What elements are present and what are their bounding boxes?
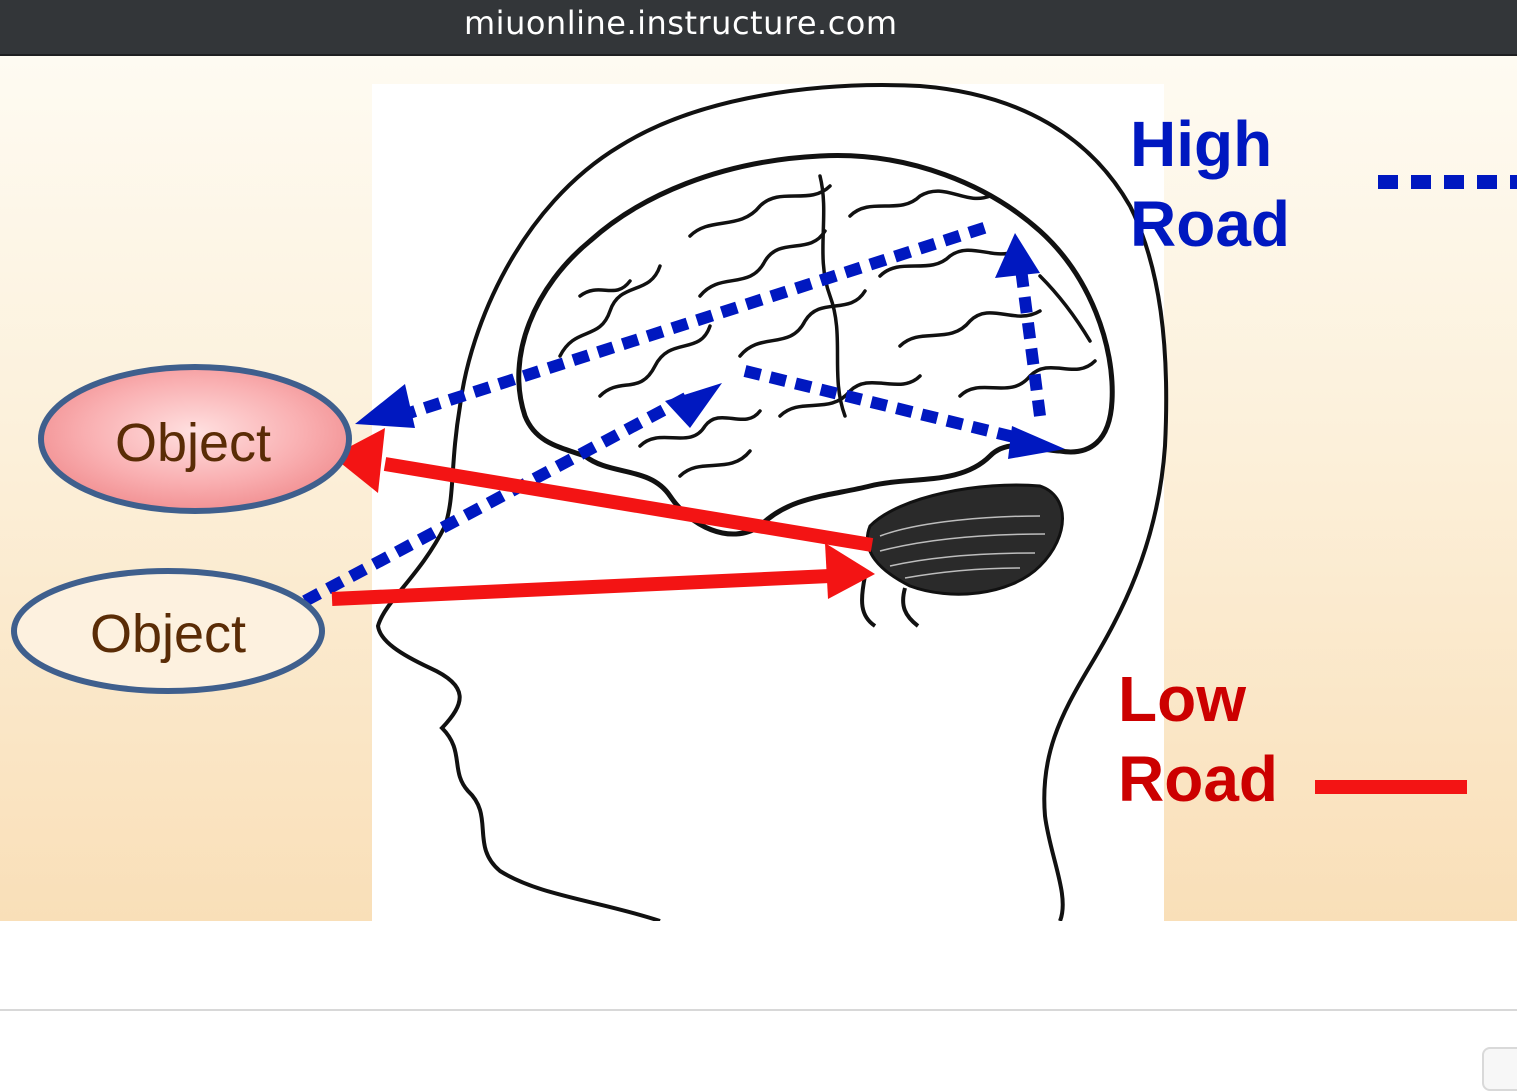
head-outline [375,83,1169,923]
legend-high-road: High Road [1130,108,1517,260]
high-road-arrowhead-left [355,384,415,428]
legend-low-line2: Road [1118,743,1278,815]
brain-diagram: Object Object High Road Low Road [11,83,1517,923]
low-road-arrowheads [332,428,875,599]
legend-low-road: Low Road [1118,663,1467,815]
low-road-path-back [383,457,874,552]
high-road-path-lower [302,390,693,607]
brain-cerebellum [865,483,1064,596]
browser-address-bar[interactable]: miuonline.instructure.com [0,0,1517,56]
high-road-arrowheads [355,233,1065,459]
high-road-paths [302,220,1046,607]
low-road-paths [331,457,874,606]
slide-image: Object Object High Road Low Road [0,56,1517,923]
legend-high-line2: Road [1130,188,1290,260]
url-text: miuonline.instructure.com [464,4,898,42]
brain-stem [860,575,920,628]
object-node-lower: Object [11,568,325,694]
brain-folds [558,174,1097,478]
high-road-arrowhead-right [1008,426,1065,459]
object-label-upper: Object [115,413,271,473]
high-road-path-middle [743,365,1032,447]
high-road-path-side [1014,260,1046,417]
object-label-lower: Object [90,604,246,664]
legend-low-line1: Low [1118,663,1246,735]
low-road-path-in [331,569,831,606]
cerebellum-lines [879,515,1046,579]
content-divider [0,1009,1517,1011]
low-road-arrowhead-right [825,543,875,599]
corner-button[interactable] [1482,1047,1517,1091]
low-road-arrowhead-left [332,428,385,493]
high-road-arrowhead-middle [665,383,722,428]
high-road-arrowhead-up [995,233,1040,278]
object-node-upper: Object [38,364,352,514]
legend-high-line1: High [1130,108,1272,180]
